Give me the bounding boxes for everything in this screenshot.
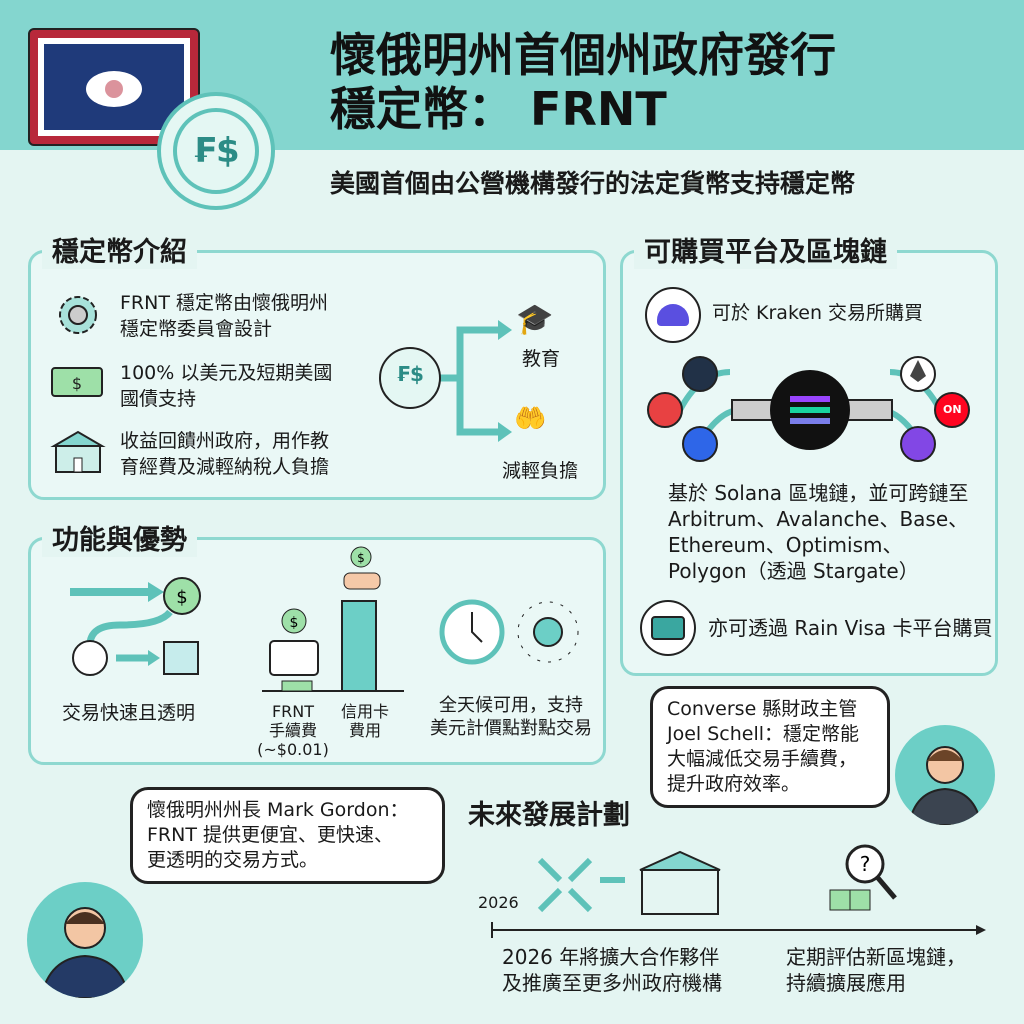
schell-avatar [895,725,995,825]
kraken-logo-icon [645,287,701,343]
optimism-badge: ON [943,403,962,416]
svg-text:$: $ [357,551,365,565]
fast-label: 交易快速且透明 [62,702,196,724]
page-subtitle: 美國首個由公營機構發行的法定貨幣支持穩定幣 [330,169,856,198]
rain-card-icon [640,600,696,656]
expansion-icons: ? [537,844,897,915]
svg-text:?: ? [860,852,871,876]
future-item-chains: 定期評估新區塊鏈，持續擴展應用 [786,945,966,995]
intro-item-backing: 100% 以美元及短期美國國債支持 [120,362,333,410]
fast-transaction-icon: $ [70,577,201,676]
intro-item-designer: FRNT 穩定幣由懷俄明州穩定幣委員會設計 [120,292,328,340]
education-label: 教育 [522,348,561,370]
svg-text:$: $ [176,587,187,608]
clock-network-icons [439,599,579,665]
rain-text: 亦可透過 Rain Visa 卡平台購買 [708,616,993,640]
banknote-icon: $ [50,362,106,402]
school-building-icon [50,428,106,476]
intro-panel [28,250,606,500]
fee-comparison-chart: $$ [262,546,404,692]
flow-coin-icon: ₣$ [396,362,424,386]
always-available-label: 全天候可用，支持美元計價點對點交易 [430,695,592,739]
gordon-avatar [27,882,143,998]
bison-icon [86,71,142,107]
future-title: 未來發展計劃 [468,800,630,831]
svg-text:$: $ [72,374,82,393]
graduation-cap-icon: 🎓 [516,302,554,337]
page-title: 懷俄明州首個州政府發行穩定幣： FRNT [330,28,836,136]
hand-coin-icon: 🤲 [514,404,547,434]
blockchain-bridge-diagram [647,356,970,462]
platforms-title: 可購買平台及區塊鏈 [634,230,897,269]
intro-item-revenue: 收益回饋州政府，用作教育經費及減輕納稅人負擔 [120,430,330,478]
features-title: 功能與優勢 [42,518,197,557]
timeline-axis [491,922,986,938]
gear-icon [50,290,106,340]
gordon-quote-bubble: 懷俄明州州長 Mark Gordon：FRNT 提供更便宜、更快速、更透明的交易… [130,787,445,884]
kraken-text: 可於 Kraken 交易所購買 [712,302,924,324]
intro-title: 穩定幣介紹 [42,230,197,269]
svg-text:$: $ [290,615,299,631]
frnt-coin-icon: ₣$ [157,92,275,210]
card-fee-label: 信用卡費用 [340,702,389,740]
revenue-flow-arrows [379,320,512,442]
timeline-year: 2026 [478,893,519,912]
future-item-partners: 2026 年將擴大合作夥伴及推廣至更多州政府機構 [502,945,722,995]
relief-label: 減輕負擔 [502,460,579,482]
